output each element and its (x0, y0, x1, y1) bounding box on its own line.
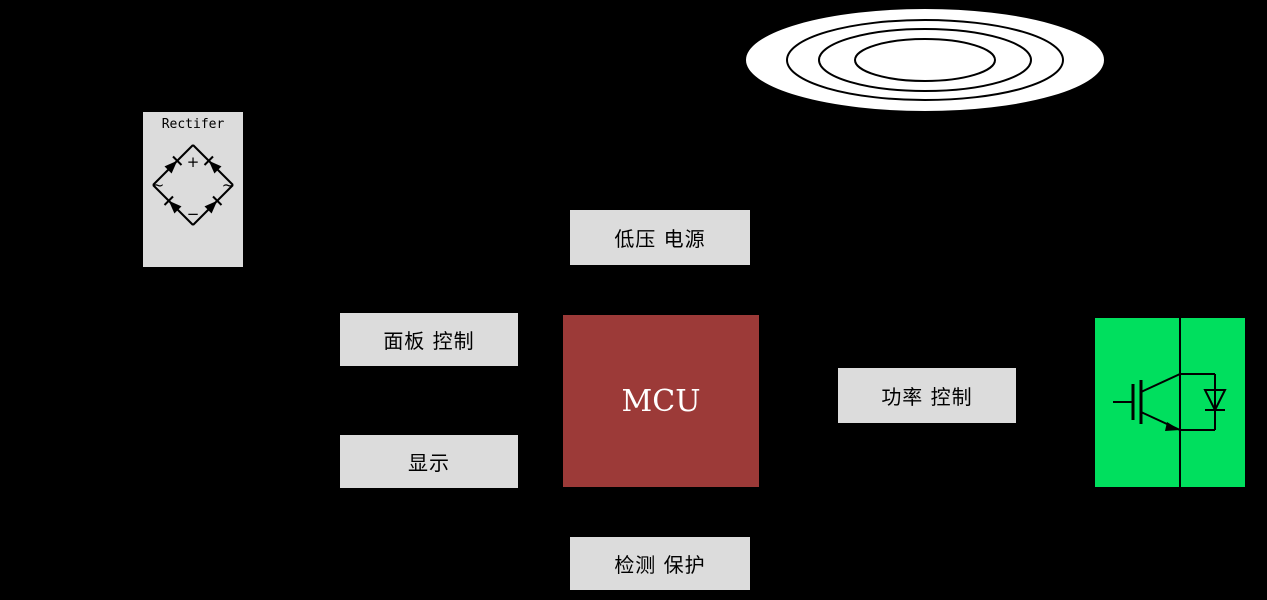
diode-bridge-icon: + − ~ ~ (152, 144, 235, 226)
mcu-label: MCU (621, 383, 701, 419)
rectifier-minus-terminal: − (187, 205, 200, 223)
rectifier-ac-right-terminal: ~ (222, 176, 235, 194)
power-control-block: 功率 控制 (838, 368, 1016, 423)
detection-protection-block: 检测 保护 (570, 537, 750, 590)
detection-protection-label: 检测 保护 (614, 553, 706, 577)
low-voltage-supply-block: 低压 电源 (570, 210, 750, 265)
display-block: 显示 (340, 435, 518, 488)
rectifier-plus-terminal: + (187, 153, 200, 171)
induction-coil-icon (744, 7, 1106, 113)
panel-control-block: 面板 控制 (340, 313, 518, 366)
panel-control-label: 面板 控制 (383, 329, 475, 353)
igbt-icon (1113, 318, 1227, 487)
mcu-block: MCU (563, 315, 759, 487)
power-control-label: 功率 控制 (881, 385, 973, 409)
rectifier-block: Rectifer + − ~ ~ (143, 112, 243, 267)
display-label: 显示 (408, 451, 450, 475)
low-voltage-supply-label: 低压 电源 (614, 227, 706, 251)
rectifier-label: Rectifer (161, 117, 225, 132)
igbt-block (1095, 318, 1245, 487)
rectifier-ac-left-terminal: ~ (152, 176, 165, 194)
